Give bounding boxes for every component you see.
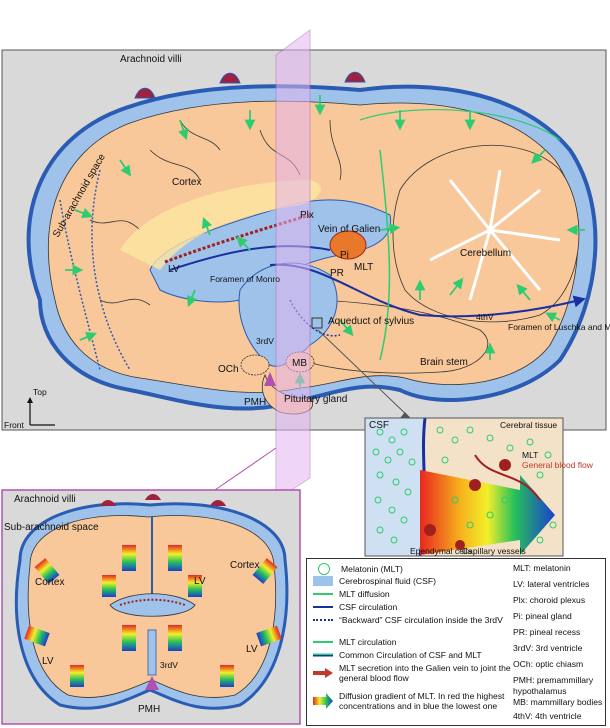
capillary-vessel (474, 454, 541, 501)
optic-chiasm (240, 354, 270, 376)
inset-mlt-dots (372, 426, 557, 544)
abbr-lv: LV: lateral ventricles (513, 579, 590, 589)
coronal-connector (214, 447, 277, 491)
label-pr: PR (330, 268, 344, 279)
legend: Melatonin (MLT) Cerebrospinal fluid (CSF… (306, 558, 606, 726)
label-inset-ependymal: Ependymal cells (410, 546, 472, 556)
legend-row-csf-circulation: CSF circulation (313, 602, 514, 612)
legend-row-mlt-diffusion: MLT diffusion (313, 589, 514, 599)
label-foramen-monro: Foramen of Monro (210, 274, 280, 284)
label-inset-cerebral: Cerebral tissue (500, 420, 557, 430)
pmh-marker (264, 372, 276, 386)
green-blue-line-icon (313, 650, 333, 660)
gradient-arrow-icon (313, 693, 333, 709)
legend-row-mlt-circulation: MLT circulation (313, 637, 514, 647)
coronal-third-v (147, 629, 157, 676)
abbr-pr: PR: pineal recess (513, 627, 581, 637)
label-foramen-luschka: Foramen of Luschka and Magendie (508, 322, 610, 332)
label-third-v: 3rdV (256, 336, 274, 346)
inset-gradient-arrow (420, 470, 555, 555)
label-fourth-v: 4thV (476, 312, 494, 322)
coronal-gradient-arrows (24, 545, 282, 687)
subarachnoid-circulation (59, 169, 131, 371)
label-brain-stem: Brain stem (420, 357, 468, 368)
label-arachnoid-villi: Arachnoid villi (120, 54, 182, 65)
label-inset-mlt: MLT (522, 450, 538, 460)
label-front: Front (4, 420, 24, 430)
label-vein-of-galien: Vein of Galien (318, 224, 380, 235)
mlt-circulation-line (379, 149, 391, 361)
label-aqueduct: Aqueduct of sylvius (328, 316, 414, 327)
abbr-plx: Plx: choroid plexus (513, 595, 586, 605)
green-line-icon (313, 637, 333, 647)
green-arrow-icon (313, 589, 333, 599)
label-coronal-lv-right: LV (246, 644, 258, 655)
label-coronal-lv-left: LV (42, 656, 54, 667)
label-lv: LV (168, 264, 180, 275)
coronal-pmh (145, 676, 159, 690)
abbr-pi: Pi: pineal gland (513, 611, 572, 621)
label-och: OCh (218, 364, 239, 375)
coronal-plexus (119, 598, 186, 606)
axis-top-arrow (27, 397, 33, 403)
mlt-dot-icon (318, 563, 330, 575)
choroid-plexus (164, 213, 311, 264)
label-coronal-pmh: PMH (138, 704, 160, 715)
brain-stem (299, 299, 489, 374)
abbr-mb: MB: mammillary bodies (513, 697, 603, 707)
corpus-callosum (120, 180, 321, 270)
label-top: Top (33, 387, 47, 397)
legend-row-secretion: MLT secretion into the Galien vein to jo… (313, 663, 514, 683)
label-inset-csf: CSF (369, 420, 389, 431)
legend-row-csf: Cerebrospinal fluid (CSF) (313, 576, 514, 586)
label-coronal-subarachnoid: Sub-arachnoid space (4, 522, 99, 533)
blue-dotted-icon (313, 614, 333, 621)
abbr-mlt: MLT: melatonin (513, 563, 571, 573)
csf-swatch-icon (313, 576, 333, 586)
coronal-lv (109, 593, 196, 617)
label-pmh: PMH (244, 397, 266, 408)
label-pi: Pi (340, 250, 349, 261)
legend-row-backward: “Backward” CSF circulation inside the 3r… (313, 614, 514, 626)
legend-row-mlt: Melatonin (MLT) (313, 563, 516, 575)
inset-source-box (311, 317, 323, 329)
label-inset-blood-flow: General blood flow (522, 460, 594, 470)
legend-row-common: Common Circulation of CSF and MLT (313, 650, 514, 660)
label-cortex: Cortex (172, 177, 201, 188)
label-coronal-cortex-left: Cortex (35, 577, 64, 588)
label-mlt: MLT (354, 262, 373, 273)
mlt-diffusion-arrows (65, 95, 585, 390)
axes (29, 400, 55, 426)
red-arrow-icon (313, 668, 333, 678)
abbr-4thv: 4thV: 4th ventricle (513, 711, 582, 721)
label-inset-capillary: Capillary vessels (462, 546, 526, 556)
abbr-3rdv: 3rdV: 3rd ventricle (513, 643, 583, 653)
label-coronal-lv-center: LV (194, 576, 206, 587)
label-coronal-cortex-right: Cortex (230, 560, 259, 571)
label-plx: Plx (300, 210, 314, 221)
label-coronal-third-v: 3rdV (160, 660, 178, 670)
abbr-och: OCh: optic chiasm (513, 659, 584, 669)
label-pituitary: Pituitary gland (284, 394, 347, 405)
label-mb: MB (292, 358, 307, 369)
label-cerebellum: Cerebellum (460, 248, 511, 259)
pineal-gland (329, 230, 367, 260)
mlt-circulation-top (359, 109, 561, 141)
blue-line-icon (313, 602, 333, 612)
csf-circulation-line (169, 245, 580, 318)
section-plane (275, 29, 311, 501)
inset-border (364, 417, 564, 557)
legend-row-gradient: Diffusion gradient of MLT. In red the hi… (313, 691, 514, 711)
abbr-pmh: PMH: premammillary hypothalamus (513, 675, 594, 696)
lateral-ventricle (149, 199, 392, 303)
label-coronal-arachnoid: Arachnoid villi (14, 494, 76, 505)
inset-red-cells (424, 459, 511, 550)
arachnoid-villi-sagittal (134, 71, 366, 99)
inset-connector (317, 329, 411, 419)
arachnoid-villi-coronal (100, 494, 226, 506)
arbor-vitae (429, 169, 561, 301)
